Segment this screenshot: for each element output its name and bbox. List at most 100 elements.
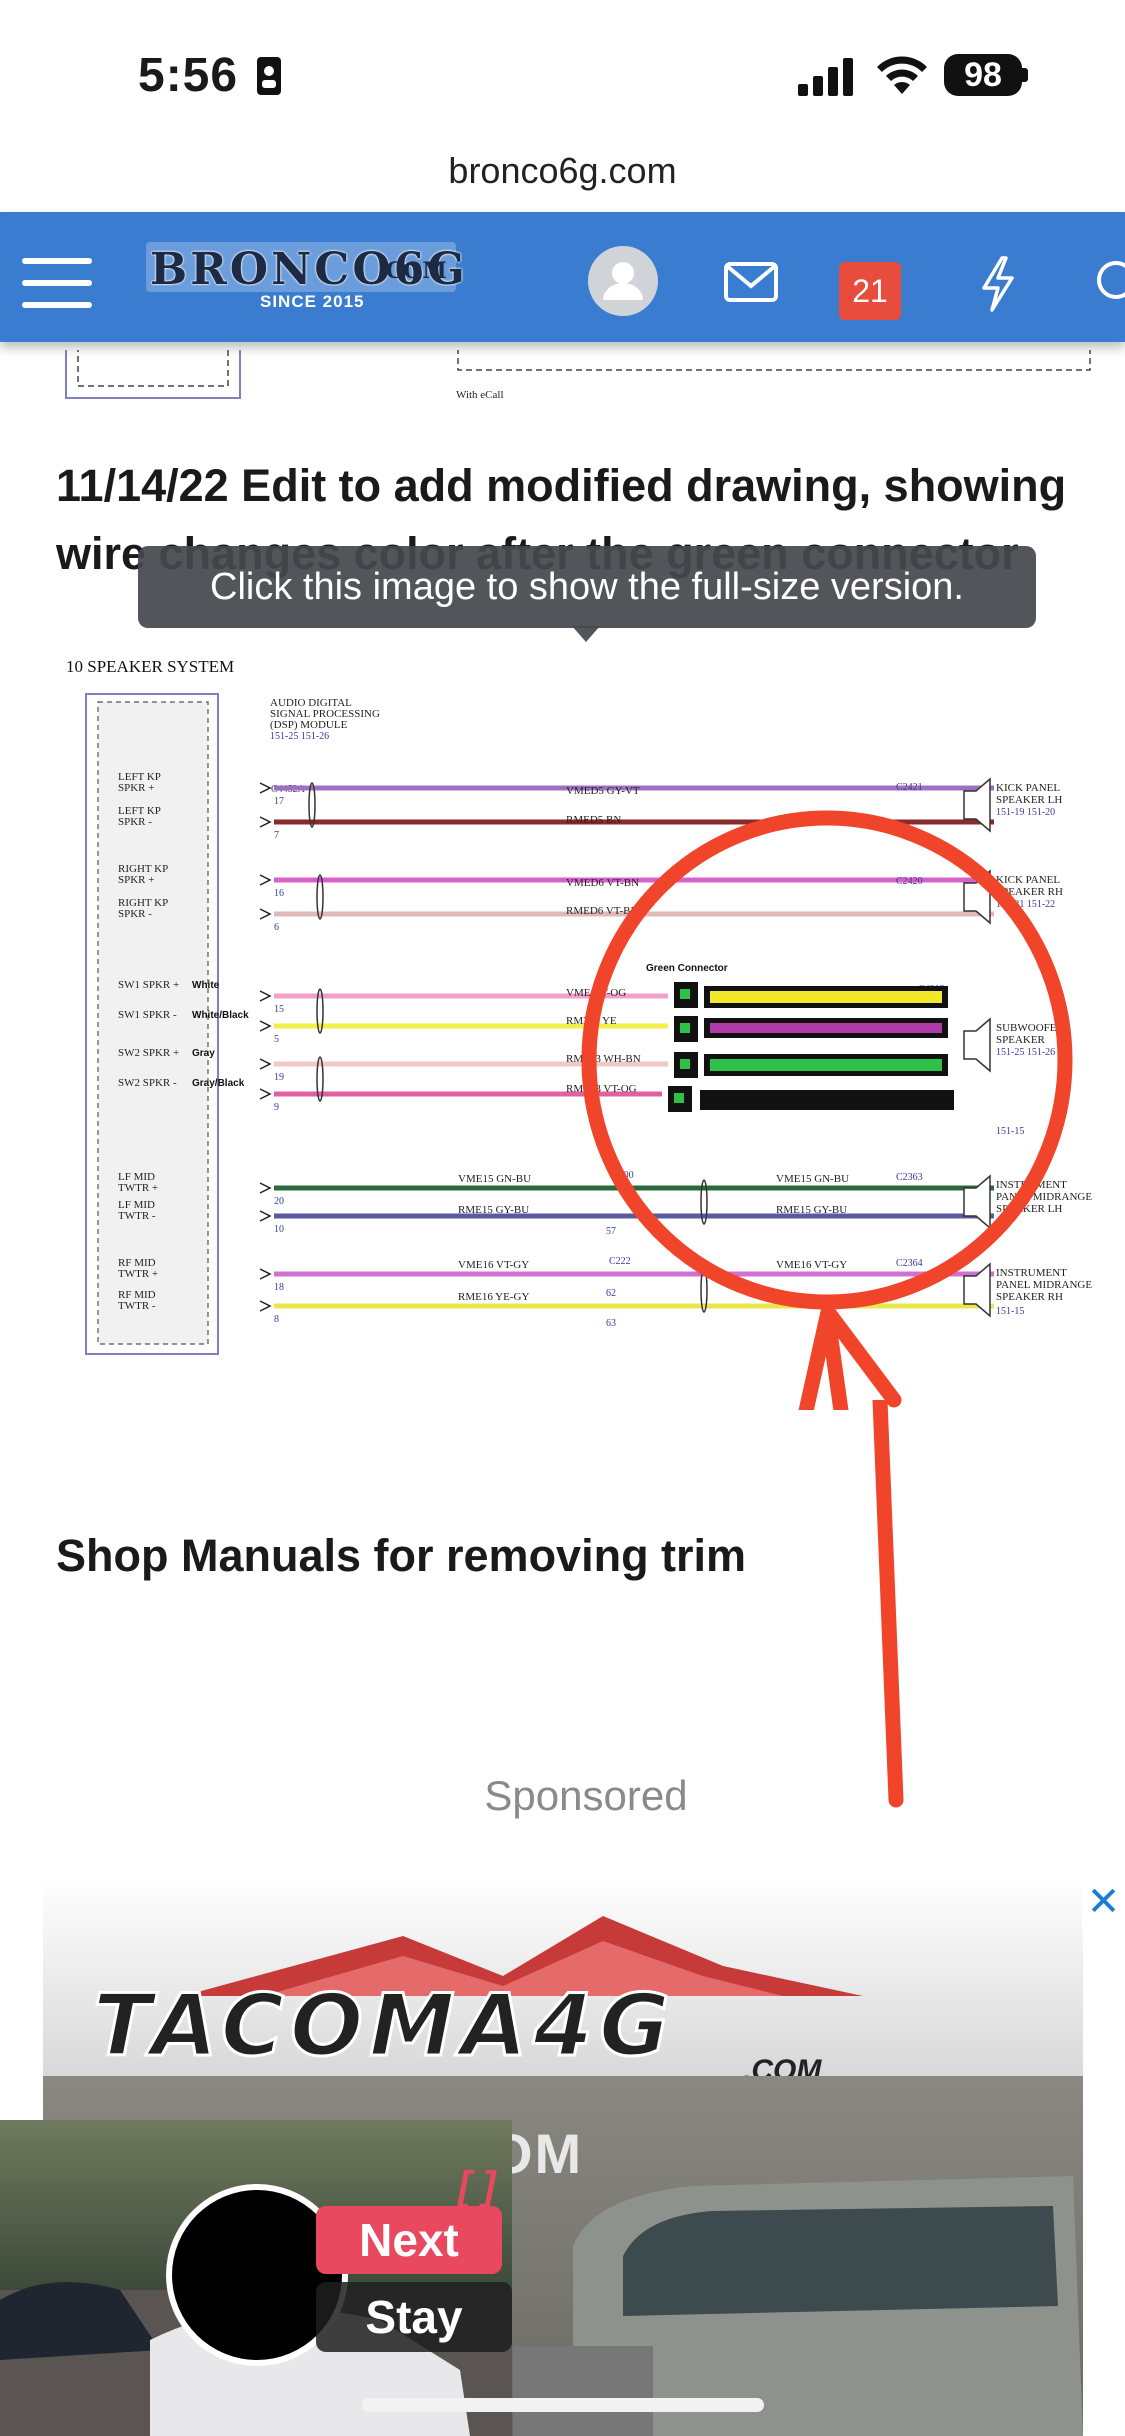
- pin-label-sub: SPKR +: [118, 782, 154, 794]
- pin-label: LF MID: [118, 1199, 155, 1211]
- annotation-circle: [581, 810, 1073, 1310]
- ad-brand: TACOMA4G: [92, 1975, 676, 2078]
- pin-label-sub: TWTR -: [118, 1210, 156, 1222]
- pin-label-sub: White/Black: [192, 1010, 249, 1021]
- cellular-signal-icon: [798, 58, 853, 96]
- tooltip-arrow: [572, 626, 600, 642]
- twist-marker: [316, 874, 324, 920]
- twist-marker: [316, 1056, 324, 1102]
- video-next-button[interactable]: Next: [316, 2206, 502, 2274]
- speaker-icon: [963, 1017, 991, 1073]
- video-brackets-icon: [ ]: [458, 2164, 496, 2208]
- video-stay-button[interactable]: Stay: [316, 2282, 512, 2352]
- pin-number: 9: [274, 1102, 279, 1113]
- pin-number: 17: [274, 796, 284, 807]
- wiring-diagram[interactable]: 10 SPEAKER SYSTEM AUDIO DIGITAL SIGNAL P…: [56, 650, 1096, 1410]
- twist-marker: [316, 988, 324, 1034]
- annotation-arrow-shaft: [820, 1310, 849, 1410]
- previous-diagram-fragment: With eCall: [65, 350, 1091, 401]
- connector-label: C222: [609, 1256, 631, 1267]
- green-connector-label: Green Connector: [646, 963, 728, 974]
- pin-arrow: [259, 990, 272, 1002]
- battery-cap: [1022, 68, 1028, 82]
- hamburger-menu-icon[interactable]: [22, 256, 92, 310]
- wire-label: RME15 GY-BU: [776, 1204, 847, 1216]
- wire-label: RMED6 VT-BN: [566, 905, 638, 917]
- wire-label: RMED5 BN: [566, 814, 621, 826]
- status-time: 5:56: [138, 49, 239, 102]
- speaker-ref: 151-15: [996, 1126, 1024, 1137]
- video-play-overlay[interactable]: [172, 2190, 342, 2360]
- mail-icon[interactable]: [724, 262, 778, 302]
- pin-number: 7: [274, 830, 279, 841]
- pin-label: LF MID: [118, 1171, 155, 1183]
- pin-arrow: [259, 1210, 272, 1222]
- wire-label: VMED6 VT-BN: [566, 877, 639, 889]
- wire-label: VME15 GN-BU: [458, 1173, 531, 1185]
- speaker-label: KICK PANEL: [996, 782, 1060, 794]
- pin-arrow: [259, 782, 272, 794]
- pin-number: 57: [606, 1226, 616, 1237]
- ad-close-button[interactable]: ✕: [1082, 1878, 1125, 1928]
- pin-label-sub: SPKR +: [118, 874, 154, 886]
- user-avatar-icon[interactable]: [588, 246, 658, 316]
- pin-label: SW1 SPKR -: [118, 1009, 177, 1021]
- twist-marker: [700, 1179, 708, 1225]
- battery-level: 98: [944, 54, 1022, 96]
- pin-number: 6: [274, 922, 279, 933]
- green-connector: [668, 982, 954, 1112]
- sponsored-label: Sponsored: [484, 1772, 688, 1819]
- pin-number: 19: [274, 1072, 284, 1083]
- video-player[interactable]: [ ] Next Stay: [0, 2120, 512, 2436]
- search-icon[interactable]: [1094, 258, 1125, 306]
- wire-label: RME16 YE-GY: [458, 1291, 529, 1303]
- wire-label: RME73 WH-BN: [566, 1053, 641, 1065]
- image-tooltip: Click this image to show the full-size v…: [138, 546, 1036, 628]
- speaker-label: SPEAKER: [996, 1034, 1046, 1046]
- wire-label: VME16 VT-GY: [458, 1259, 529, 1271]
- speaker-label: SPEAKER RH: [996, 886, 1063, 898]
- speaker-label: PANEL MIDRANGE: [996, 1279, 1092, 1291]
- pin-arrow: [259, 1020, 272, 1032]
- wifi-icon: [877, 56, 927, 94]
- module-label-2: SIGNAL PROCESSING: [270, 708, 380, 720]
- pin-label-sub: TWTR -: [118, 1300, 156, 1312]
- pin-number: 18: [274, 1282, 284, 1293]
- pin-number: 8: [274, 1314, 279, 1325]
- pin-label: RIGHT KP: [118, 897, 168, 909]
- ad-logo-graphic: [183, 1916, 863, 1996]
- pin-arrow: [259, 1182, 272, 1194]
- status-bar: 5:56 98: [0, 0, 1125, 150]
- module-label-1: AUDIO DIGITAL: [270, 697, 352, 709]
- pin-arrow: [259, 874, 272, 886]
- pin-label-sub: White: [192, 980, 220, 991]
- pin-label-sub: Gray/Black: [192, 1078, 245, 1089]
- pin-label: RIGHT KP: [118, 863, 168, 875]
- pin-label: LEFT KP: [118, 771, 161, 783]
- pin-number: 5: [274, 1034, 279, 1045]
- lightning-icon[interactable]: [980, 256, 1016, 312]
- pin-label-sub: SPKR -: [118, 816, 152, 828]
- pin-arrow: [259, 816, 272, 828]
- speaker-icon: [963, 1262, 991, 1318]
- site-logo[interactable]: BRONCO6G: [150, 244, 468, 295]
- twist-marker: [308, 782, 316, 828]
- annotation-arrow-head: [798, 1304, 902, 1410]
- speaker-icon: [963, 777, 991, 833]
- pin-number: 10: [274, 1224, 284, 1235]
- wire-label: RME15 GY-BU: [458, 1204, 529, 1216]
- alerts-badge[interactable]: 21: [839, 262, 901, 320]
- wire-label: RME73 VT-OG: [566, 1083, 637, 1095]
- pin-arrow: [259, 1268, 272, 1280]
- pin-number: 16: [274, 888, 284, 899]
- section-heading: Shop Manuals for removing trim: [56, 1530, 747, 1581]
- pin-arrow: [259, 1300, 272, 1312]
- address-bar-url[interactable]: bronco6g.com: [448, 150, 677, 191]
- speaker-label: 151-25 151-26: [996, 1047, 1055, 1058]
- pin-label: SW2 SPKR -: [118, 1077, 177, 1089]
- speaker-label: SUBWOOFER: [996, 1022, 1065, 1034]
- speaker-icon: [963, 1174, 991, 1230]
- speaker-label: 151-19 151-20: [996, 807, 1055, 818]
- id-card-icon: [257, 57, 281, 95]
- pin-number: 20: [274, 1196, 284, 1207]
